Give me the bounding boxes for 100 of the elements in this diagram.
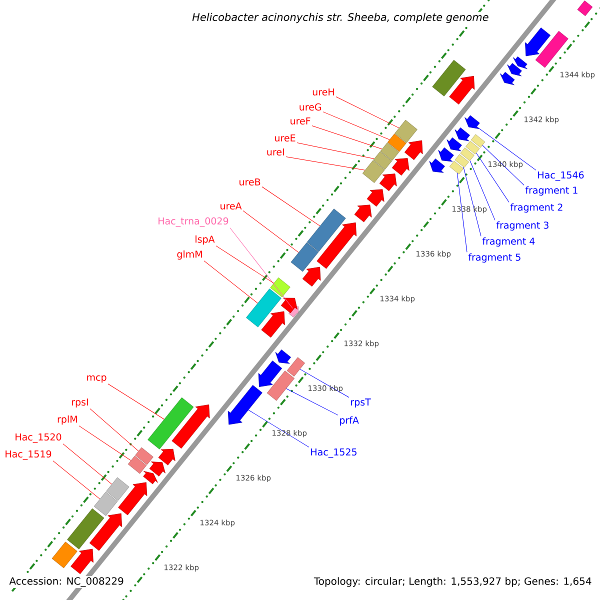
gene-box <box>387 134 406 152</box>
gene-block <box>366 189 384 207</box>
genome-info-label: Topology: circular; Length: 1,553,927 bp; Genes: 1,654 <box>314 577 592 587</box>
leader-line <box>204 260 258 304</box>
gene-block <box>158 448 176 466</box>
gene-box <box>394 120 418 143</box>
gene-box <box>266 370 295 401</box>
gene-block <box>261 311 285 338</box>
gene-block <box>379 174 397 192</box>
gene-box <box>577 0 593 16</box>
gene-box <box>52 542 78 568</box>
gene-box <box>432 60 466 96</box>
leader-line <box>262 186 320 226</box>
leader-line <box>476 152 510 202</box>
gene-block <box>500 72 515 86</box>
gene-block <box>404 140 423 160</box>
gene-label: rplM <box>58 415 77 425</box>
gene-label: Hac_1520 <box>16 433 62 443</box>
gene-label: fragment 5 <box>468 253 520 263</box>
gene-label: fragment 2 <box>510 203 562 213</box>
gene-box <box>135 447 154 465</box>
gene-label: Hac_trna_0029 <box>158 217 228 227</box>
gene-block <box>149 462 166 476</box>
gene-block <box>449 76 475 104</box>
gene-label: ureI <box>267 148 284 156</box>
gene-block <box>228 385 262 425</box>
gene-label: Hac_1525 <box>311 448 356 458</box>
gene-block <box>525 28 551 56</box>
gene-box <box>460 148 474 161</box>
gene-label: prfA <box>340 416 359 426</box>
gene-label: mcp <box>87 375 106 383</box>
leader-line <box>482 145 524 186</box>
gene-label: lspA <box>196 235 215 245</box>
gene-label: ureB <box>240 178 260 186</box>
gene-box <box>270 277 290 298</box>
gene-block <box>446 137 462 152</box>
gene-box <box>286 357 305 377</box>
leader-line <box>286 156 366 170</box>
gene-box <box>380 142 400 161</box>
gene-box <box>128 456 147 474</box>
gene-box <box>290 242 319 272</box>
leader-line <box>248 410 310 448</box>
gene-block <box>392 158 410 176</box>
leader-line <box>312 125 382 150</box>
leader-line <box>216 246 274 284</box>
leader-line <box>230 228 293 309</box>
gene-label: Hac_1546 <box>538 171 584 181</box>
gene-box <box>535 30 568 68</box>
gene-block <box>89 513 122 551</box>
gene-block <box>316 222 357 269</box>
gene-label: rpsI <box>72 398 88 408</box>
gene-box <box>466 140 480 154</box>
gene-block <box>512 56 528 70</box>
gene-box <box>373 151 392 170</box>
leader-line <box>476 126 536 170</box>
leader-line <box>286 388 338 416</box>
gene-block <box>454 127 470 142</box>
gene-block <box>275 350 291 364</box>
gene-label: rpsT <box>351 398 371 408</box>
leader-line <box>296 142 374 159</box>
leader-line <box>52 460 100 500</box>
leader-line <box>108 384 164 420</box>
gene-box <box>246 288 282 328</box>
leader-line <box>456 172 468 252</box>
gene-label: Hac_1519 <box>6 450 52 460</box>
gene-label: fragment 1 <box>525 186 578 196</box>
gene-block <box>258 360 282 387</box>
gene-label: ureH <box>312 88 334 96</box>
gene-block <box>172 404 210 449</box>
gene-block <box>429 158 445 173</box>
gene-label: fragment 4 <box>482 237 535 247</box>
gene-box <box>148 397 194 450</box>
gene-label: ureF <box>290 117 310 125</box>
leader-line <box>78 426 132 461</box>
accession-label: Accession: NC_008229 <box>8 576 125 588</box>
leader-line <box>90 408 139 452</box>
gene-block <box>143 471 158 484</box>
leader-line <box>322 112 390 140</box>
gene-box <box>454 154 470 168</box>
gene-block <box>438 147 454 162</box>
leader-line <box>300 368 350 398</box>
gene-label: ureE <box>275 134 296 142</box>
gene-box <box>67 508 104 550</box>
leader-line <box>242 210 299 253</box>
gene-label: ureG <box>300 103 322 111</box>
leader-line <box>470 160 496 220</box>
gene-box <box>94 492 118 516</box>
gene-block <box>354 204 372 222</box>
leader-line <box>336 96 400 128</box>
gene-block <box>280 298 298 314</box>
gene-box <box>470 134 486 148</box>
leader-line <box>62 444 112 484</box>
gene-block <box>70 548 94 574</box>
gene-box <box>362 160 385 183</box>
gene-block <box>118 482 148 516</box>
gene-block <box>302 266 321 287</box>
gene-box <box>106 477 130 501</box>
title: Helicobacter acinonychis str. Sheeba, complete genome <box>191 12 490 24</box>
gene-block <box>507 63 522 76</box>
gene-label: glmM <box>177 250 202 260</box>
